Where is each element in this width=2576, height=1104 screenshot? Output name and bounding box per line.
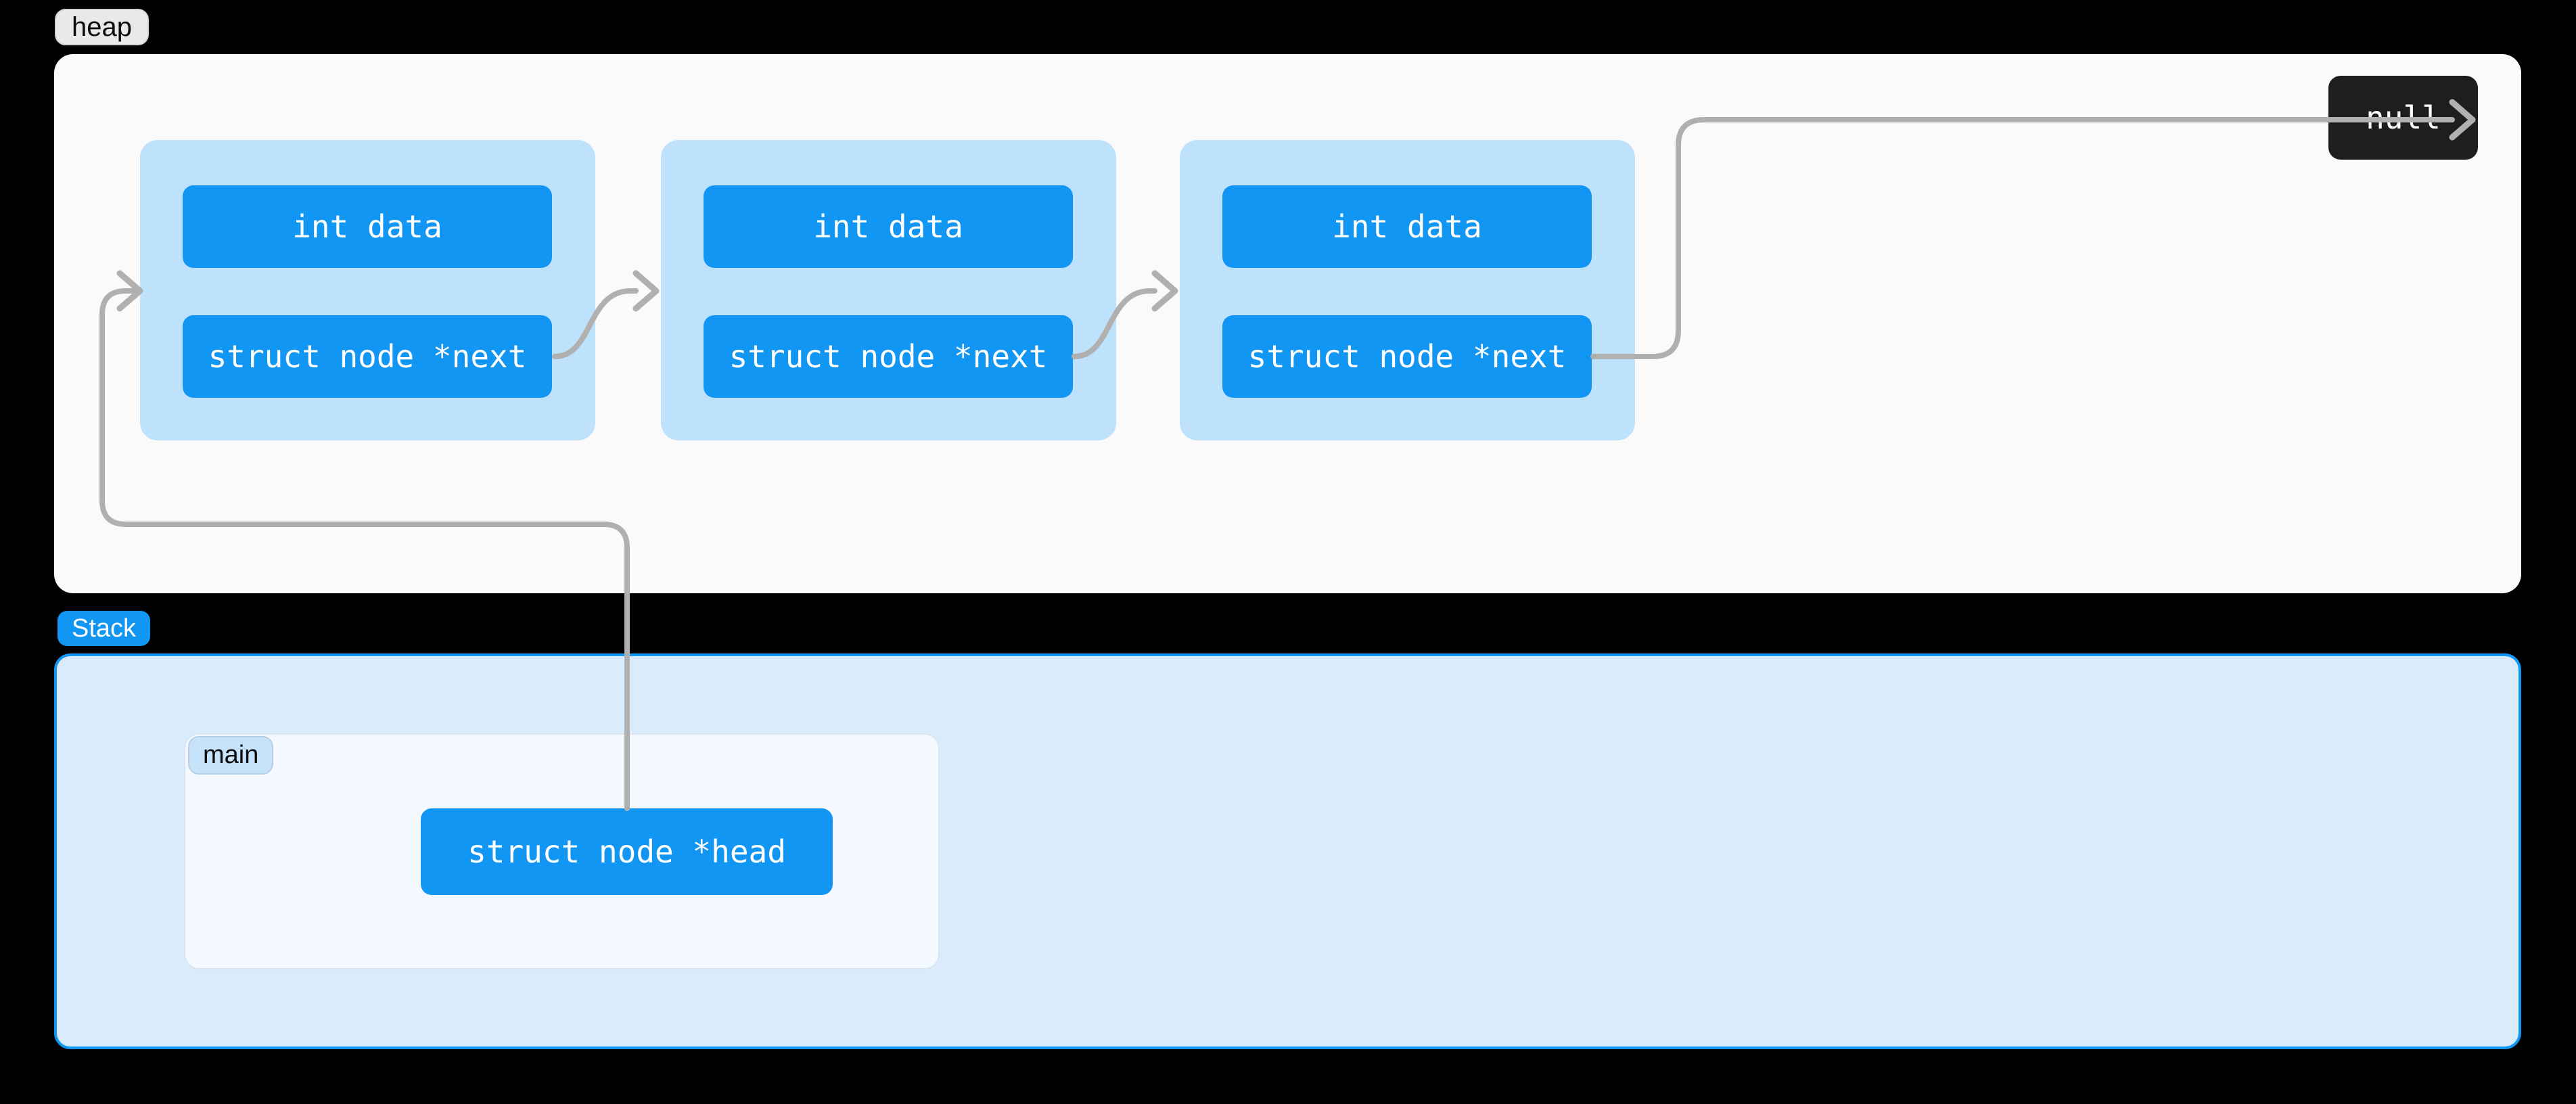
node1-next-pointer-field[interactable]: struct node *next bbox=[183, 315, 552, 398]
list-node-1[interactable]: int data struct node *next bbox=[140, 140, 595, 440]
node3-data-field[interactable]: int data bbox=[1222, 185, 1592, 268]
head-pointer-field[interactable]: struct node *head bbox=[421, 808, 833, 895]
list-node-3[interactable]: int data struct node *next bbox=[1180, 140, 1635, 440]
node1-data-field[interactable]: int data bbox=[183, 185, 552, 268]
node3-next-pointer-field[interactable]: struct node *next bbox=[1222, 315, 1592, 398]
heap-section-label[interactable]: heap bbox=[55, 9, 149, 45]
node2-data-field[interactable]: int data bbox=[704, 185, 1073, 268]
list-node-2[interactable]: int data struct node *next bbox=[661, 140, 1116, 440]
stack-frame-main-label[interactable]: main bbox=[188, 736, 274, 775]
stack-section-label[interactable]: Stack bbox=[58, 611, 151, 646]
null-terminator[interactable]: null bbox=[2328, 76, 2478, 160]
node2-next-pointer-field[interactable]: struct node *next bbox=[704, 315, 1073, 398]
